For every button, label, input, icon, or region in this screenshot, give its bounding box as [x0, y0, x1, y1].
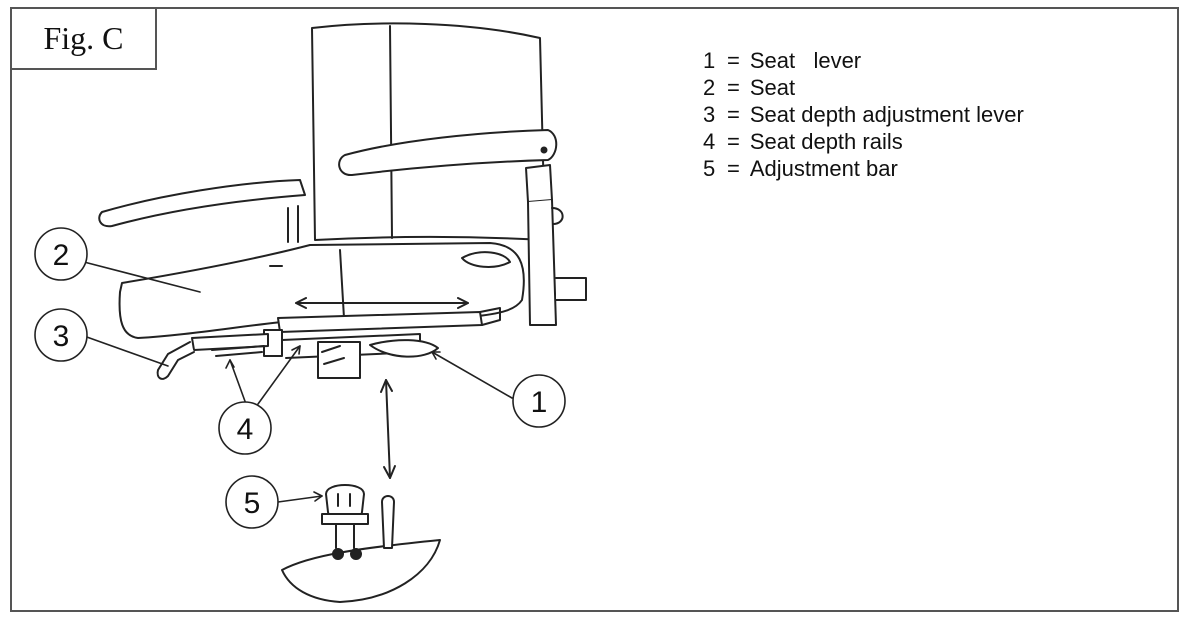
legend: 1=Seat lever 2=Seat 3=Seat depth adjustm… [703, 47, 1024, 182]
callout-5: 5 [225, 475, 279, 529]
right-armrest [338, 129, 587, 326]
legend-item: 5=Adjustment bar [703, 156, 898, 181]
svg-text:3: 3 [53, 320, 70, 353]
svg-text:5: 5 [244, 487, 261, 520]
seat-depth-lever [156, 341, 195, 380]
movement-arrow [380, 379, 396, 479]
callout-3: 3 [34, 308, 88, 362]
legend-item: 3=Seat depth adjustment lever [703, 102, 1024, 127]
svg-text:2: 2 [53, 239, 70, 272]
legend-item: 1=Seat lever [703, 48, 862, 73]
seat-mechanism [191, 307, 501, 379]
svg-text:4: 4 [237, 413, 254, 446]
leader-lines [83, 261, 513, 503]
adjustment-bar [281, 484, 441, 603]
left-armrest [98, 179, 306, 243]
svg-text:1: 1 [531, 386, 548, 419]
figure-label: Fig. C [10, 7, 157, 70]
legend-item: 2=Seat [703, 75, 796, 100]
legend-item: 4=Seat depth rails [703, 129, 903, 154]
callout-1: 1 [512, 374, 566, 428]
callout-2: 2 [34, 227, 88, 281]
callout-4: 4 [218, 401, 272, 455]
